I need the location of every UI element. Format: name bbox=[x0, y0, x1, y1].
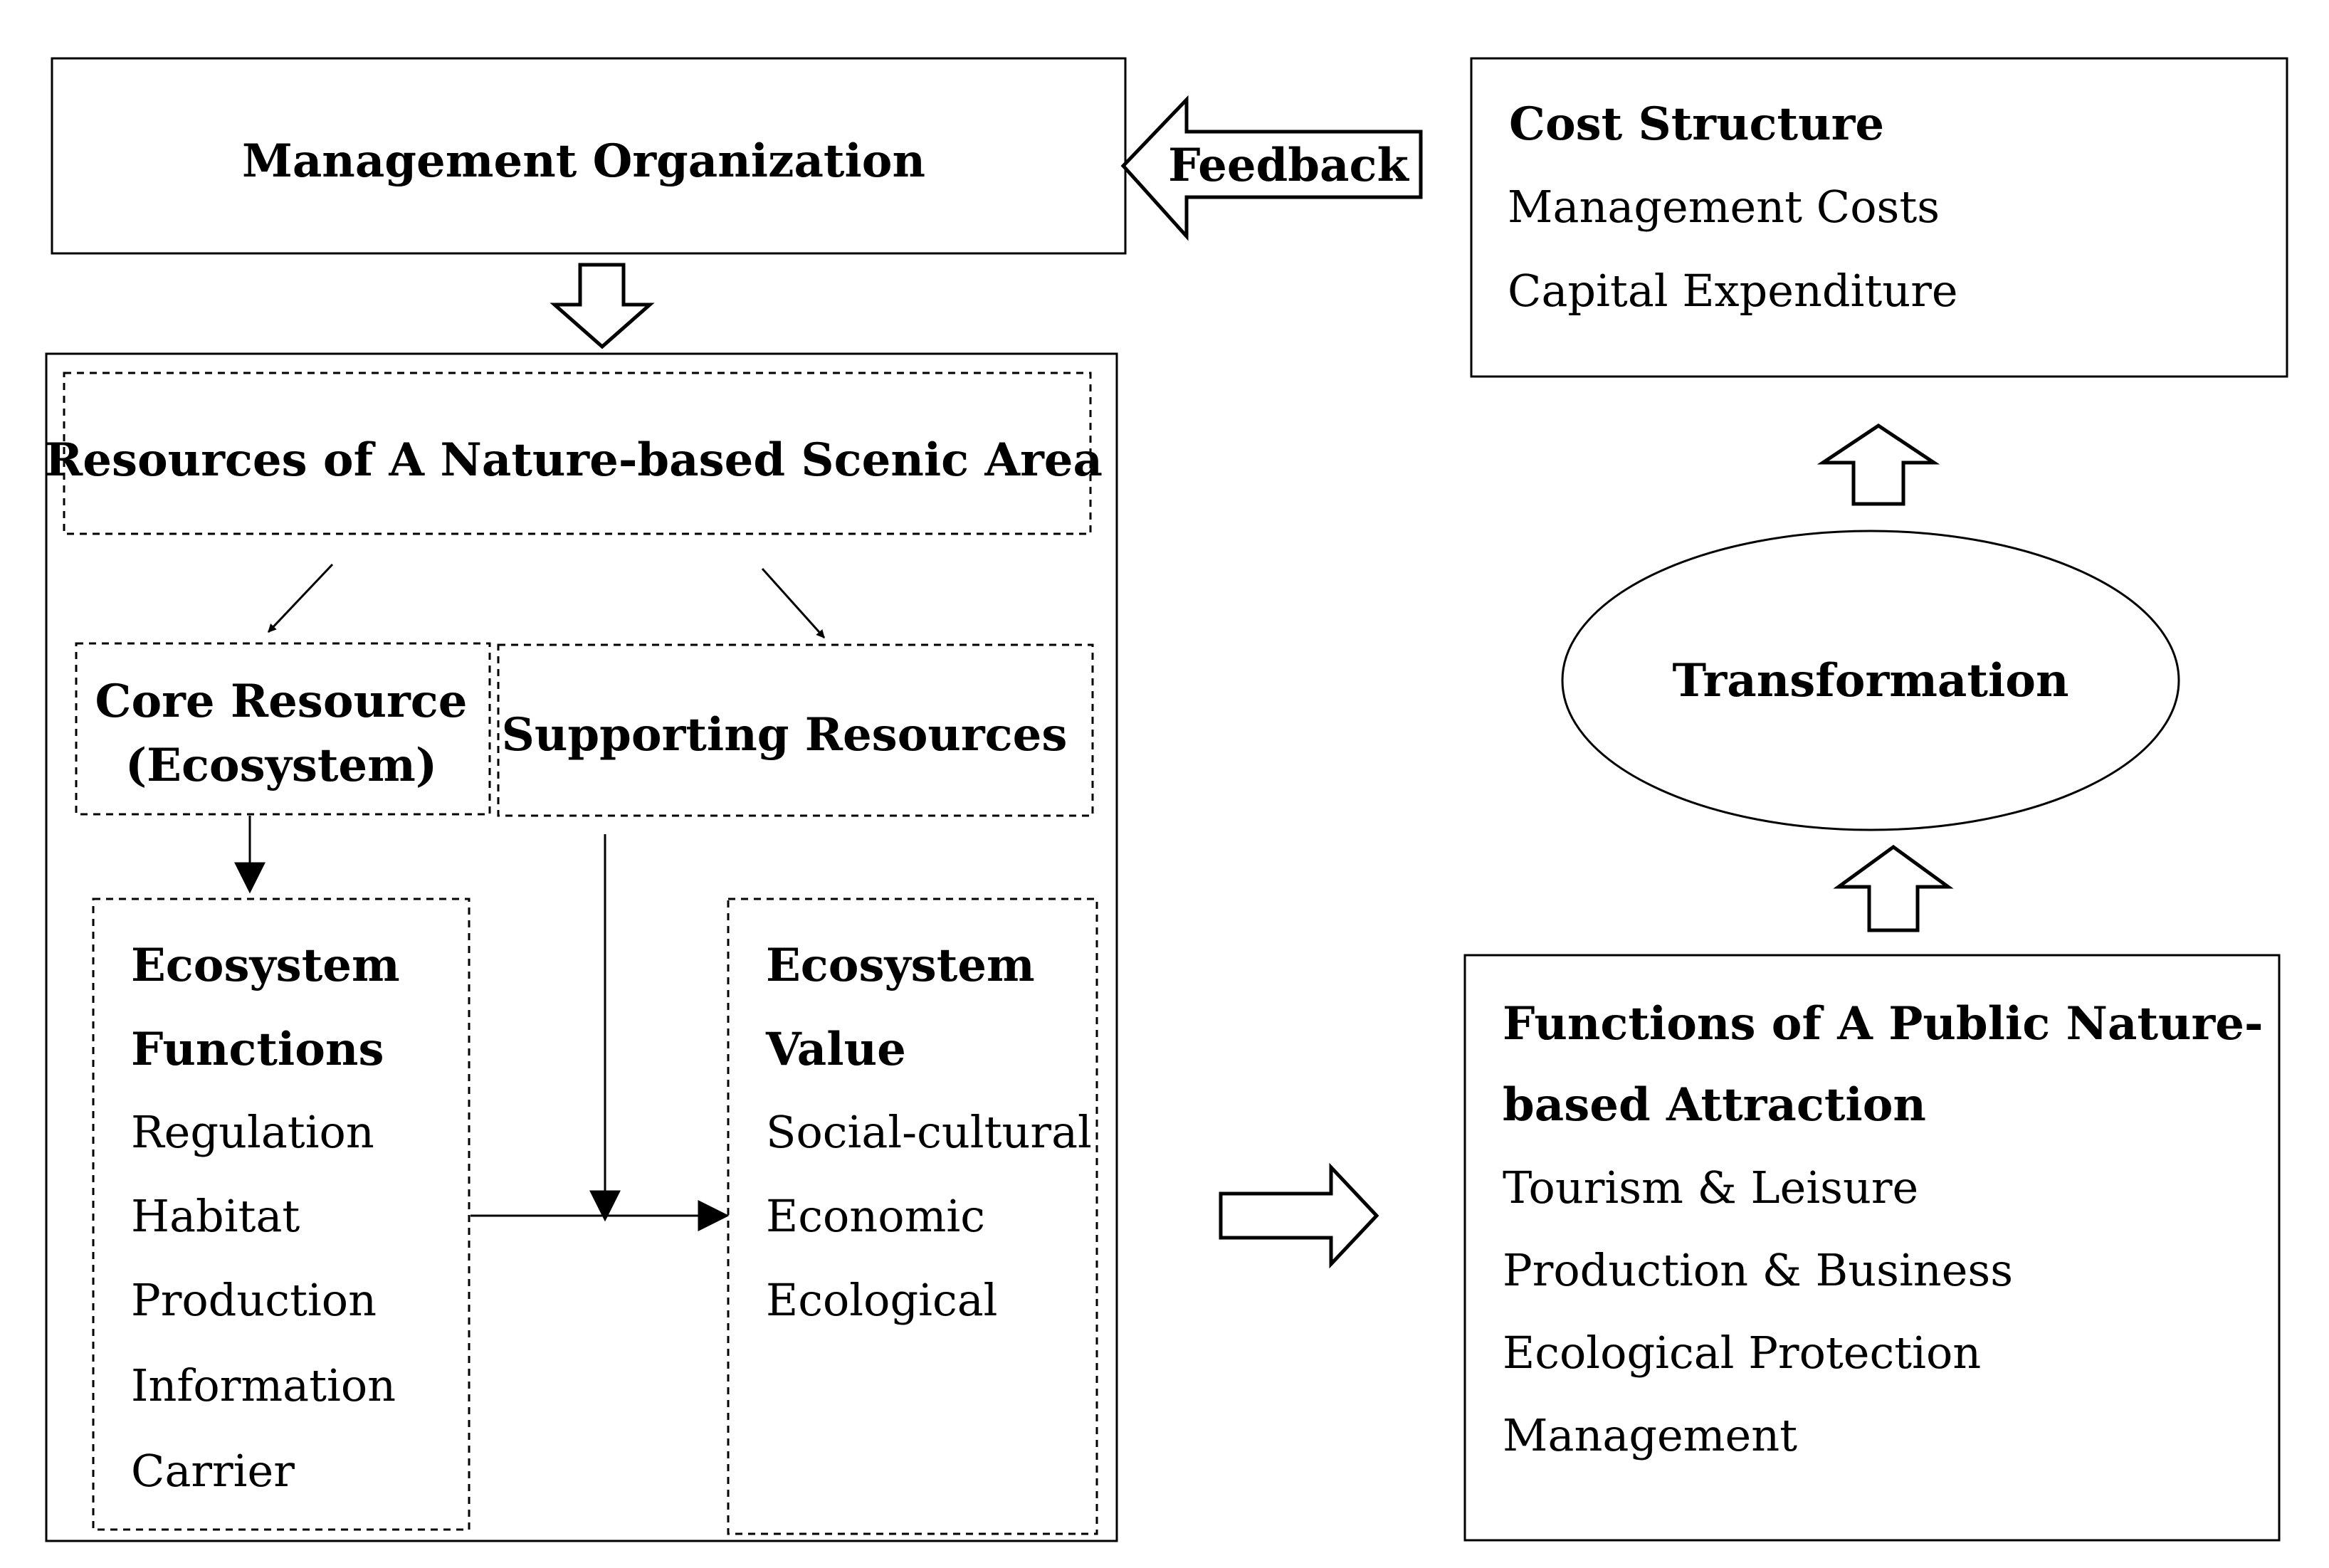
resources-title: Resources of A Nature-based Scenic Area bbox=[45, 433, 1103, 487]
ecosystem-value-box: Ecosystem Value Social-cultural Economic… bbox=[727, 898, 1098, 1535]
ecosystem-function-item: Production bbox=[131, 1274, 377, 1326]
supporting-resources-title: Supporting Resources bbox=[502, 708, 1068, 762]
ecosystem-value-line1: Ecosystem bbox=[766, 939, 1035, 992]
management-organization-box: Management Organization bbox=[51, 57, 1127, 255]
public-function-item: Ecological Protection bbox=[1503, 1327, 1981, 1379]
management-organization-title: Management Organization bbox=[242, 135, 925, 188]
up-arrow-to-cost-structure bbox=[1817, 423, 1940, 506]
cost-structure-title: Cost Structure bbox=[1509, 98, 1884, 151]
core-resource-box: Core Resource (Ecosystem) bbox=[75, 642, 491, 816]
ecosystem-functions-line1: Ecosystem bbox=[131, 939, 400, 992]
feedback-arrow: Feedback bbox=[1120, 95, 1423, 241]
down-arrow-management bbox=[550, 263, 655, 349]
ecosystem-value-item: Economic bbox=[766, 1190, 985, 1242]
core-resource-line2: (Ecosystem) bbox=[125, 739, 437, 792]
public-function-item: Tourism & Leisure bbox=[1503, 1162, 1918, 1214]
ecosystem-value-item: Social-cultural bbox=[766, 1106, 1092, 1158]
transformation-node: Transformation bbox=[1561, 530, 2180, 831]
ecosystem-value-line2: Value bbox=[765, 1023, 906, 1076]
ecosystem-value-item: Ecological bbox=[766, 1274, 998, 1326]
feedback-label: Feedback bbox=[1168, 139, 1409, 192]
ecosystem-function-item: Information bbox=[131, 1359, 396, 1411]
ecosystem-function-item: Habitat bbox=[131, 1190, 300, 1242]
public-function-item: Production & Business bbox=[1503, 1244, 2013, 1296]
public-function-item: Management bbox=[1503, 1409, 1797, 1461]
cost-structure-item: Management Costs bbox=[1508, 181, 1940, 233]
public-functions-box: Functions of A Public Nature- based Attr… bbox=[1463, 954, 2281, 1542]
ecosystem-function-item: Regulation bbox=[131, 1106, 374, 1158]
arrow-to-supporting bbox=[761, 567, 826, 639]
public-functions-line1: Functions of A Public Nature- bbox=[1503, 997, 2264, 1051]
resources-container bbox=[45, 352, 1118, 1542]
up-arrow-to-transformation bbox=[1833, 844, 1954, 932]
arrow-to-core bbox=[267, 563, 334, 633]
core-resource-line1: Core Resource bbox=[95, 675, 468, 728]
ecosystem-function-item: Carrier bbox=[131, 1445, 295, 1497]
supporting-resources-box: Supporting Resources bbox=[497, 643, 1094, 817]
ecosystem-functions-line2: Functions bbox=[131, 1023, 384, 1076]
public-functions-line2: based Attraction bbox=[1503, 1078, 1926, 1132]
right-arrow-to-public-functions bbox=[1219, 1162, 1379, 1269]
transformation-label: Transformation bbox=[1673, 654, 2069, 707]
resources-box: Resources of A Nature-based Scenic Area bbox=[45, 372, 1103, 535]
cost-structure-item: Capital Expenditure bbox=[1508, 265, 1958, 317]
cost-structure-box: Cost Structure Management Costs Capital … bbox=[1470, 57, 2288, 378]
ecosystem-functions-box: Ecosystem Functions Regulation Habitat P… bbox=[92, 898, 470, 1531]
